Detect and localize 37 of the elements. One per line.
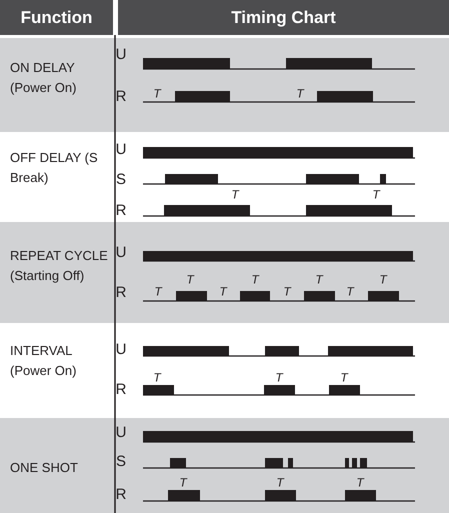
time-label: T	[340, 372, 348, 384]
time-label: T	[219, 286, 227, 298]
signal-name: U	[116, 425, 126, 441]
signal-name: U	[116, 47, 126, 63]
time-label: T	[251, 274, 259, 286]
time-label: T	[315, 274, 323, 286]
column-header: Function	[0, 0, 113, 35]
signal-name: R	[116, 382, 126, 398]
signal-name: R	[116, 285, 126, 301]
time-label: T	[179, 476, 187, 490]
time-label: T	[186, 274, 194, 286]
signal-name: U	[116, 342, 126, 358]
function-name: ON DELAY (Power On)	[10, 59, 78, 97]
time-label: T	[276, 476, 284, 490]
time-label: T	[379, 274, 387, 286]
time-label: T	[275, 372, 283, 384]
signal-name: R	[116, 487, 126, 503]
time-label: T	[154, 286, 162, 298]
signal-name: U	[116, 142, 126, 158]
signal-name: S	[116, 454, 126, 470]
time-label: T	[346, 286, 354, 298]
time-label: T	[372, 188, 380, 202]
time-label: T	[231, 188, 239, 202]
signal-name: U	[116, 245, 126, 261]
function-name: INTERVAL (Power On)	[10, 342, 78, 380]
signal-name: R	[116, 89, 126, 105]
time-label: T	[153, 88, 161, 100]
function-name: OFF DELAY (S Break)	[10, 149, 99, 187]
function-name: ONE SHOT	[10, 459, 79, 477]
time-label: T	[296, 88, 304, 100]
column-header: Timing Chart	[118, 0, 449, 35]
signal-name: S	[116, 172, 126, 188]
time-label: T	[356, 476, 364, 490]
time-label: T	[153, 372, 161, 384]
signal-name: R	[116, 203, 126, 219]
time-label: T	[283, 286, 291, 298]
function-name: REPEAT CYCLE (Starting Off)	[10, 247, 109, 285]
